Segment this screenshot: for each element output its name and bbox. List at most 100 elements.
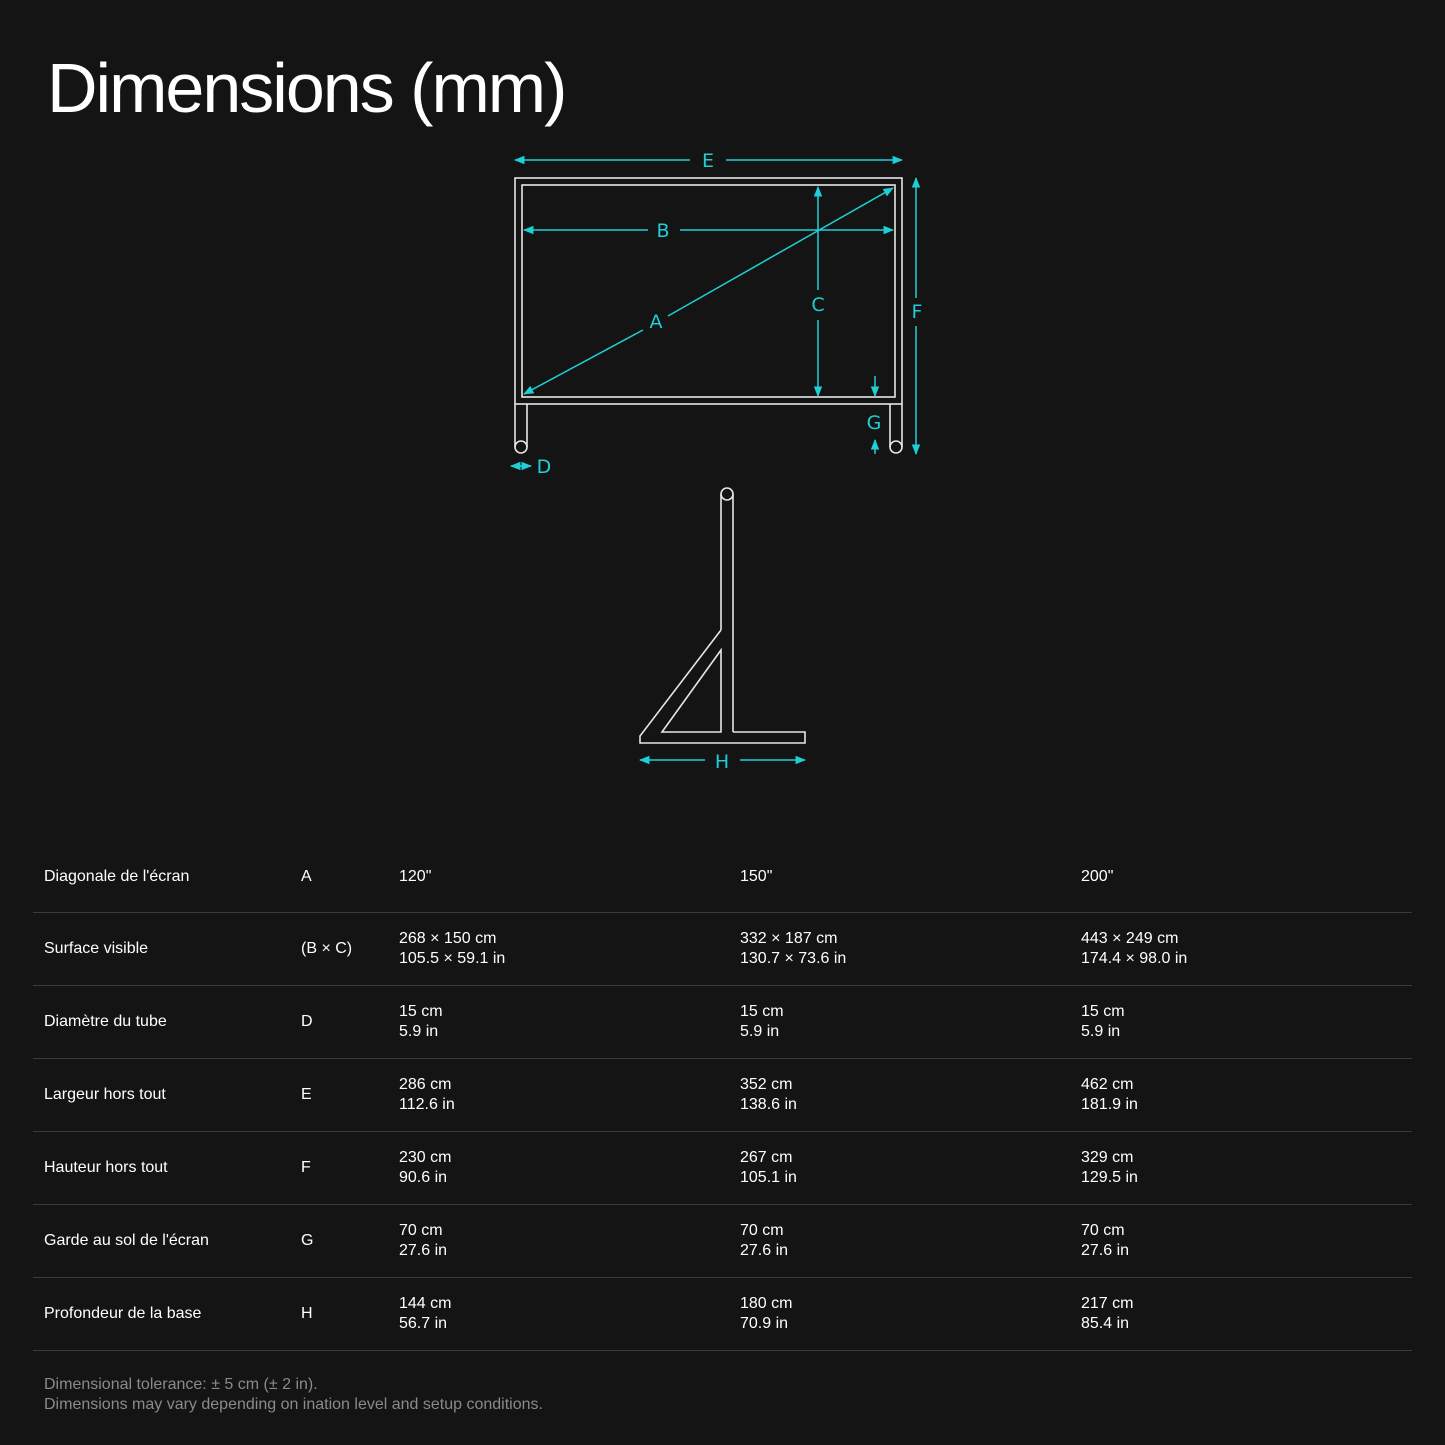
cell-line-1: 443 × 249 cm [1081, 930, 1179, 947]
label-f: F [912, 301, 923, 323]
row-label: Diagonale de l'écran [33, 842, 301, 913]
row-code: D [301, 985, 399, 1059]
cell-line-2: 27.6 in [1081, 1242, 1130, 1259]
cell-line-1: 70 cm [399, 1222, 443, 1239]
cell-150: 332 × 187 cm 130.7 × 73.6 in [740, 912, 1081, 986]
cell-line-2: 56.7 in [399, 1315, 448, 1332]
cell-150: 15 cm 5.9 in [740, 985, 1081, 1059]
spec-table: Diagonale de l'écran A 120" 150" 200" Su… [33, 842, 1412, 1351]
cell-line-1: 200" [1081, 868, 1114, 885]
label-g: G [867, 412, 882, 434]
cell-200: 462 cm 181.9 in [1081, 1058, 1412, 1132]
cell-line-2: 181.9 in [1081, 1096, 1138, 1113]
cell-line-2: 5.9 in [1081, 1023, 1121, 1040]
table-row: Profondeur de la base H 144 cm 56.7 in 18… [33, 1277, 1412, 1351]
row-code: E [301, 1058, 399, 1132]
front-view [514, 177, 903, 454]
cell-line-1: 462 cm [1081, 1076, 1134, 1093]
cell-line-1: 15 cm [399, 1003, 443, 1020]
cell-line-2: 174.4 × 98.0 in [1081, 950, 1188, 967]
cell-line-2: 70.9 in [740, 1315, 789, 1332]
cell-line-2: 27.6 in [740, 1242, 789, 1259]
cell-120: 286 cm 112.6 in [399, 1058, 740, 1132]
cell-line-2: 105.1 in [740, 1169, 797, 1186]
cell-line-2: 90.6 in [399, 1169, 448, 1186]
cell-120: 268 × 150 cm 105.5 × 59.1 in [399, 912, 740, 986]
row-code: (B × C) [301, 912, 399, 986]
cell-120: 230 cm 90.6 in [399, 1131, 740, 1205]
cell-150: 267 cm 105.1 in [740, 1131, 1081, 1205]
side-base-outer [639, 629, 806, 744]
right-leg [889, 404, 903, 447]
cell-150: 352 cm 138.6 in [740, 1058, 1081, 1132]
footnote-variation: Dimensions may vary depending on ination… [44, 1396, 543, 1413]
cell-200: 200" [1081, 842, 1412, 913]
dim-a-lower [523, 329, 644, 395]
cell-line-2: 129.5 in [1081, 1169, 1138, 1186]
cell-line-1: 150" [740, 868, 773, 885]
side-base-inner [660, 647, 722, 733]
side-post-cap [720, 487, 734, 501]
row-code: G [301, 1204, 399, 1278]
table-row: Diagonale de l'écran A 120" 150" 200" [33, 842, 1412, 913]
cell-150: 70 cm 27.6 in [740, 1204, 1081, 1278]
cell-line-2: 130.7 × 73.6 in [740, 950, 847, 967]
row-label: Profondeur de la base [33, 1277, 301, 1351]
cell-line-2: 5.9 in [740, 1023, 780, 1040]
label-c: C [811, 294, 824, 316]
cell-150: 150" [740, 842, 1081, 913]
dim-a-upper [667, 187, 894, 317]
screen-frame-outer [514, 177, 903, 405]
row-label: Largeur hors tout [33, 1058, 301, 1132]
cell-line-1: 70 cm [740, 1222, 784, 1239]
label-a: A [650, 311, 663, 333]
row-code: H [301, 1277, 399, 1351]
label-e: E [702, 150, 714, 172]
left-leg-foot [514, 440, 528, 454]
label-b: B [656, 220, 669, 242]
cell-line-1: 15 cm [740, 1003, 784, 1020]
cell-line-1: 120" [399, 868, 432, 885]
cell-line-1: 268 × 150 cm [399, 930, 497, 947]
cell-line-1: 217 cm [1081, 1295, 1134, 1312]
cell-line-1: 70 cm [1081, 1222, 1125, 1239]
cell-line-1: 286 cm [399, 1076, 452, 1093]
footnote: Dimensional tolerance: ± 5 cm (± 2 in). … [44, 1375, 543, 1415]
table-row: Surface visible (B × C) 268 × 150 cm 105.… [33, 912, 1412, 986]
left-leg [514, 404, 528, 447]
footnote-tolerance: Dimensional tolerance: ± 5 cm (± 2 in). [44, 1376, 318, 1393]
row-label: Garde au sol de l'écran [33, 1204, 301, 1278]
cell-line-1: 180 cm [740, 1295, 793, 1312]
cell-line-1: 352 cm [740, 1076, 793, 1093]
table-row: Largeur hors tout E 286 cm 112.6 in 352 c… [33, 1058, 1412, 1132]
table-row: Garde au sol de l'écran G 70 cm 27.6 in 7… [33, 1204, 1412, 1278]
cell-line-1: 267 cm [740, 1149, 793, 1166]
cell-200: 15 cm 5.9 in [1081, 985, 1412, 1059]
cell-line-2: 105.5 × 59.1 in [399, 950, 506, 967]
cell-150: 180 cm 70.9 in [740, 1277, 1081, 1351]
cell-200: 443 × 249 cm 174.4 × 98.0 in [1081, 912, 1412, 986]
cell-200: 70 cm 27.6 in [1081, 1204, 1412, 1278]
label-h: H [715, 751, 729, 773]
cell-line-1: 230 cm [399, 1149, 452, 1166]
row-code: A [301, 842, 399, 913]
row-label: Hauteur hors tout [33, 1131, 301, 1205]
page-title: Dimensions (mm) [47, 49, 567, 127]
cell-line-2: 112.6 in [399, 1096, 455, 1113]
right-leg-foot [889, 440, 903, 454]
label-d: D [537, 456, 552, 478]
cell-line-1: 15 cm [1081, 1003, 1125, 1020]
cell-line-1: 144 cm [399, 1295, 452, 1312]
row-label: Diamètre du tube [33, 985, 301, 1059]
row-label: Surface visible [33, 912, 301, 986]
cell-line-2: 138.6 in [740, 1096, 797, 1113]
cell-120: 144 cm 56.7 in [399, 1277, 740, 1351]
cell-120: 120" [399, 842, 740, 913]
side-post [720, 494, 734, 732]
cell-line-1: 332 × 187 cm [740, 930, 838, 947]
screen-frame-inner [521, 184, 896, 398]
